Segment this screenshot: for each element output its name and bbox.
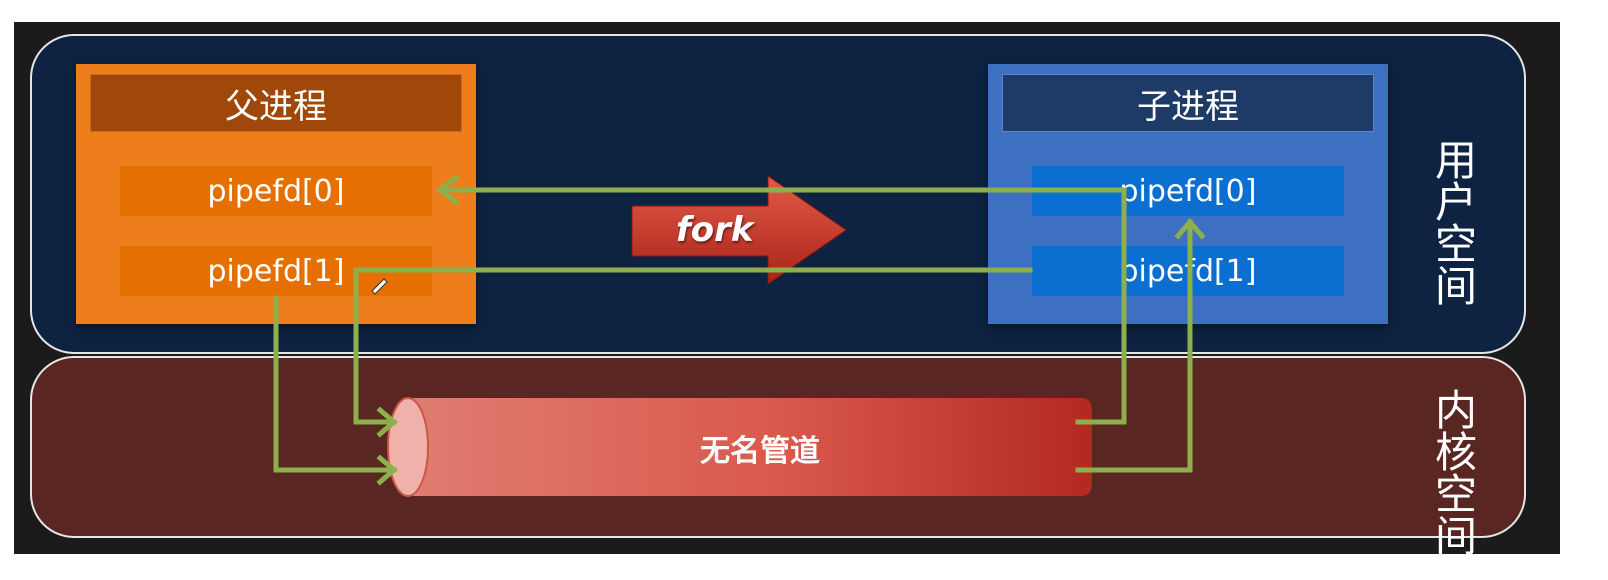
arrowhead-child-fd0 [1174,218,1206,240]
child-process-title: 子进程 [1002,74,1374,132]
user-space-label: 用户空间 [1434,136,1477,311]
pipe-label: 无名管道 [700,434,820,469]
read-line-to-parent-fd0 [437,187,1127,425]
arrowhead-parent-fd0 [435,174,460,206]
kernel-space-label: 内核空间 [1434,386,1477,561]
parent-process-box: 父进程 pipefd[0] pipefd[1] [76,64,476,324]
read-line-to-child-fd0 [1075,219,1193,473]
parent-pipefd0: pipefd[0] [120,166,432,216]
fork-arrow [631,175,847,285]
unnamed-pipe [387,397,1092,497]
pencil-cursor-icon [371,278,388,295]
arrowhead-pipe-bottom [376,454,398,486]
arrowhead-pipe-top [376,406,398,438]
parent-process-title: 父进程 [90,74,462,132]
fork-label: fork [676,210,754,250]
write-line-parent-fd1 [273,295,397,473]
write-line-child-fd1 [353,267,1033,425]
